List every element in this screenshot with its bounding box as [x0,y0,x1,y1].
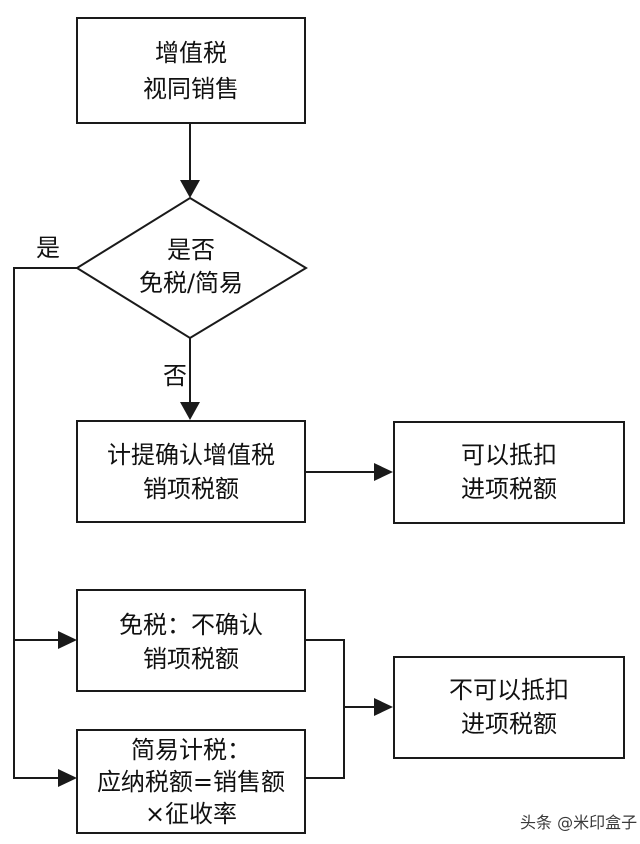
arrowhead-exempt [58,631,77,649]
nondeductible-box-line2: 进项税额 [461,710,557,738]
connector-yes-branch [13,267,80,779]
non-deductible-box: 不可以抵扣 进项税额 [393,656,625,759]
decision-line2: 免税/简易 [139,269,243,297]
confirm-box-line2: 销项税额 [143,475,239,503]
connector-exempt-out [305,639,345,779]
exempt-box-line1: 免税：不确认 [119,611,263,639]
arrowhead-nondeductible [374,698,393,716]
deductible-box: 可以抵扣 进项税额 [393,421,625,524]
arrowhead-deductible [374,463,393,481]
confirm-output-tax-box: 计提确认增值税 销项税额 [76,420,306,523]
simple-box-line1: 简易计税： [131,736,251,764]
tax-exempt-box: 免税：不确认 销项税额 [76,589,306,692]
watermark-text: 头条 @米印盒子 [520,813,637,832]
arrowhead-confirm [180,402,200,420]
deductible-box-line1: 可以抵扣 [461,441,557,469]
decision-line1: 是否 [167,236,215,264]
simple-box-line2: 应纳税额=销售额 [97,768,285,796]
connectors [13,124,393,787]
confirm-box-line1: 计提确认增值税 [107,441,275,469]
start-box-line1: 增值税 [155,39,227,67]
nondeductible-box-line1: 不可以抵扣 [449,676,569,704]
start-box: 增值税 视同销售 [76,17,306,124]
label-yes: 是 [36,234,60,262]
simple-box-line3: ×征收率 [145,800,237,828]
exempt-box-line2: 销项税额 [143,645,239,673]
decision-diamond: 是否 免税/简易 [75,196,308,340]
arrowhead-decision [180,180,200,198]
simple-taxation-box: 简易计税： 应纳税额=销售额 ×征收率 [76,729,306,834]
arrowhead-simple [58,769,77,787]
deductible-box-line2: 进项税额 [461,475,557,503]
label-no: 否 [163,362,187,390]
start-box-line2: 视同销售 [143,75,239,103]
